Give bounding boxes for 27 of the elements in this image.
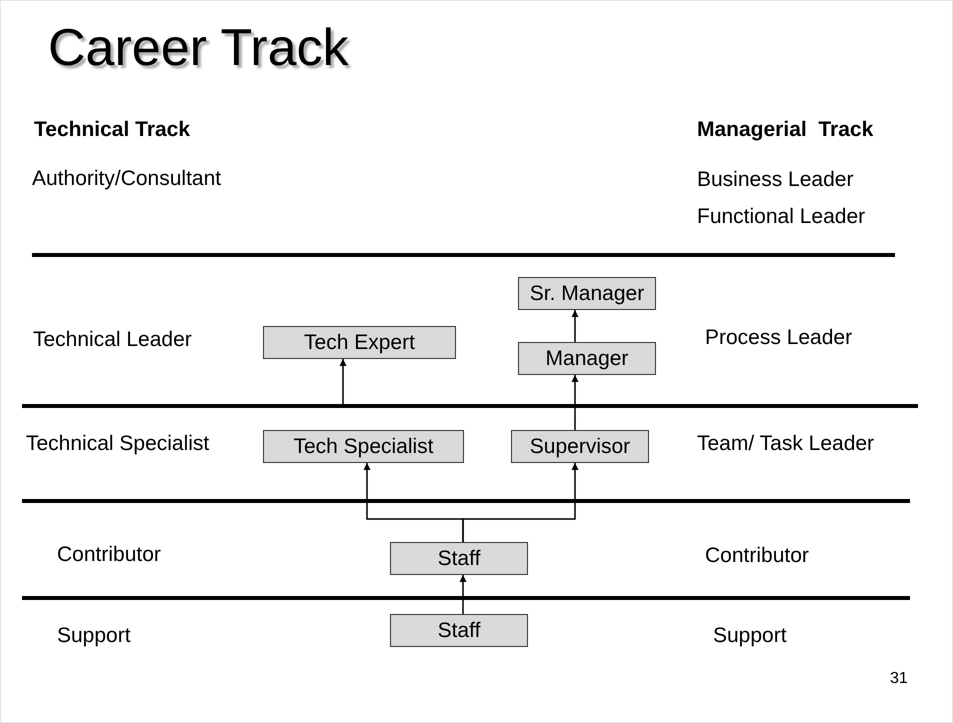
level-label: Functional Leader [697, 205, 866, 229]
column-heading: Technical Track [34, 118, 190, 142]
slide-title: Career Track [48, 18, 349, 78]
arrow [340, 359, 346, 406]
level-label: Process Leader [705, 326, 852, 350]
arrow [572, 375, 578, 430]
role-box: Manager [518, 342, 656, 375]
level-label: Support [57, 624, 131, 648]
role-box: Tech Expert [263, 326, 456, 359]
role-box: Staff [390, 614, 528, 647]
arrow [460, 575, 466, 614]
page-number: 31 [890, 670, 908, 688]
level-label: Business Leader [697, 168, 854, 192]
level-label: Technical Leader [33, 328, 192, 352]
column-heading: Managerial Track [697, 118, 874, 142]
level-label: Technical Specialist [26, 432, 210, 456]
role-box: Tech Specialist [263, 430, 464, 463]
level-label: Team/ Task Leader [697, 432, 874, 456]
arrow [572, 310, 578, 342]
level-label: Contributor [705, 544, 809, 568]
arrow [462, 463, 578, 542]
role-box: Staff [390, 542, 528, 575]
level-label: Contributor [57, 543, 161, 567]
role-box: Supervisor [511, 430, 649, 463]
level-label: Authority/Consultant [32, 167, 222, 191]
role-box: Sr. Manager [518, 277, 656, 310]
level-label: Support [713, 624, 787, 648]
